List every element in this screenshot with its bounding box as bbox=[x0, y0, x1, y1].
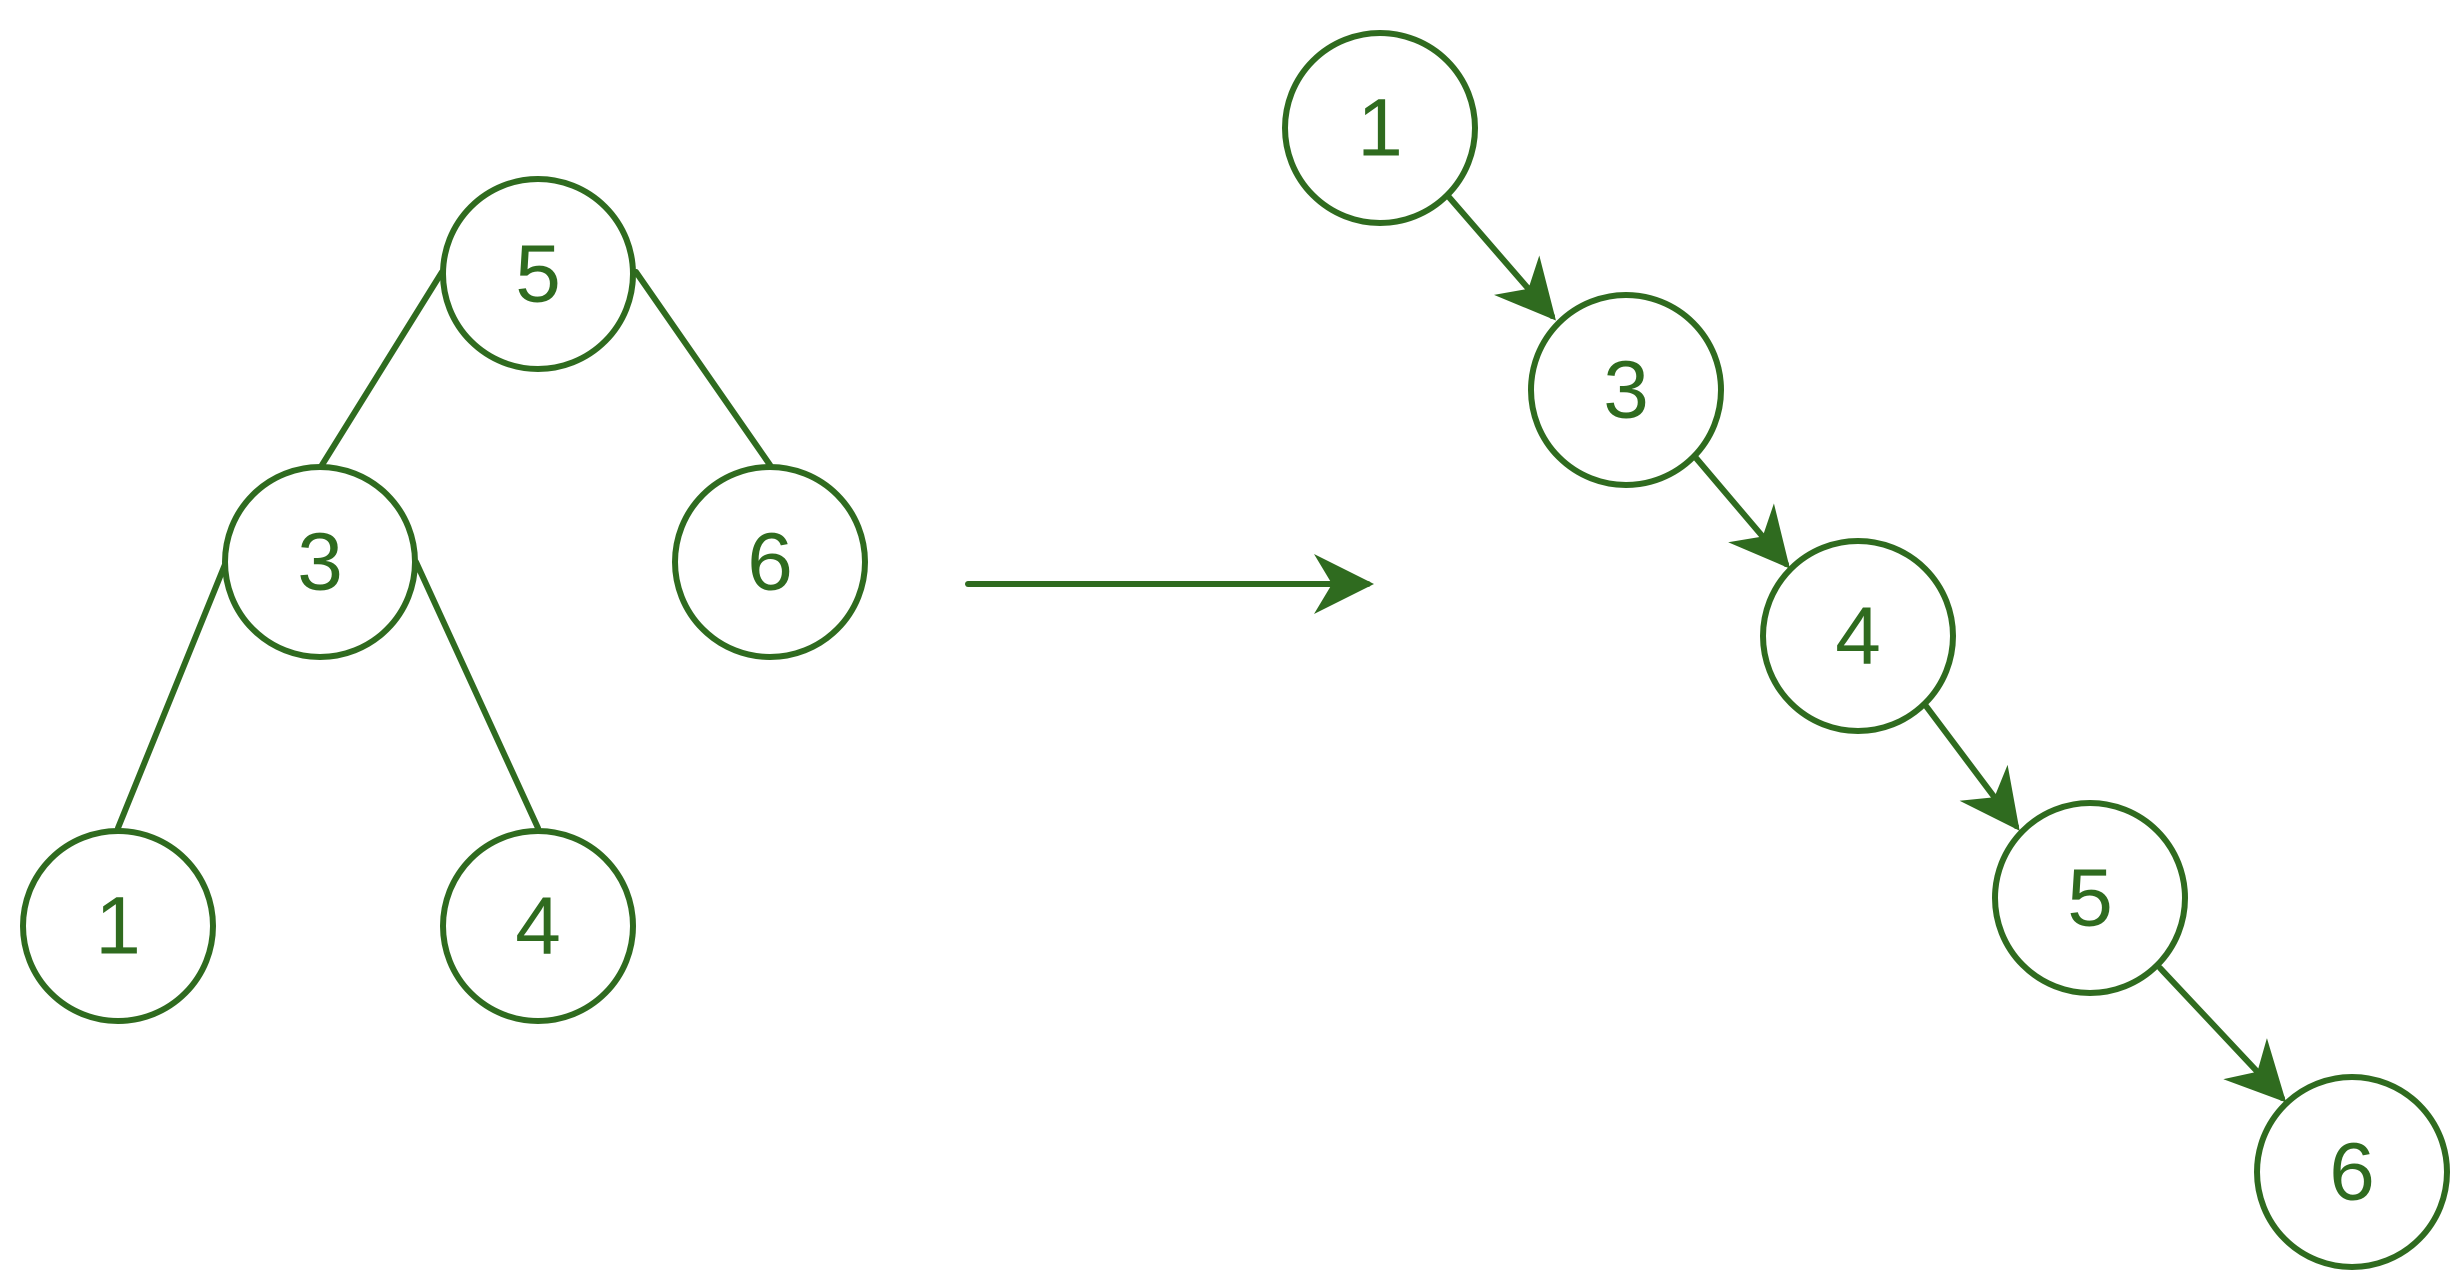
list-node-5-circle bbox=[1992, 800, 2188, 996]
list-edge-5-6 bbox=[2157, 965, 2287, 1103]
list-node-6-circle bbox=[2254, 1074, 2450, 1270]
tree-node-6-circle bbox=[672, 464, 868, 660]
list-node-3-circle bbox=[1528, 292, 1724, 488]
tree-node-4-circle bbox=[440, 828, 636, 1024]
list-edges bbox=[1445, 193, 2287, 1103]
tree-edge-5-3 bbox=[319, 269, 445, 468]
tree-node-1-circle bbox=[20, 828, 216, 1024]
list-node-6-label: 6 bbox=[2329, 1127, 2375, 1218]
list-edge-3-4 bbox=[1693, 455, 1790, 569]
tree-node-6: 6 bbox=[672, 464, 868, 660]
tree-node-1-label: 1 bbox=[95, 881, 141, 972]
list-node-6: 6 bbox=[2254, 1074, 2450, 1270]
tree-node-3-circle bbox=[222, 464, 418, 660]
tree-node-5-circle bbox=[440, 176, 636, 372]
tree-node-4-label: 4 bbox=[515, 881, 561, 972]
list-node-3-label: 3 bbox=[1603, 345, 1649, 436]
tree-edge-3-4 bbox=[413, 559, 541, 831]
tree-node-5: 5 bbox=[440, 176, 636, 372]
list-node-5-label: 5 bbox=[2067, 853, 2113, 944]
tree-edge-5-6 bbox=[633, 269, 773, 468]
tree-node-3: 3 bbox=[222, 464, 418, 660]
list-node-4-circle bbox=[1760, 538, 1956, 734]
list-node-1-circle bbox=[1282, 30, 1478, 226]
list-edge-4-5 bbox=[1923, 703, 2020, 831]
tree-edge-3-1 bbox=[115, 559, 229, 831]
list-node-5: 5 bbox=[1992, 800, 2188, 996]
list-node-1: 1 bbox=[1282, 30, 1478, 226]
tree-node-1: 1 bbox=[20, 828, 216, 1024]
tree-node-5-label: 5 bbox=[515, 229, 561, 320]
tree-node-4: 4 bbox=[440, 828, 636, 1024]
tree-node-3-label: 3 bbox=[297, 517, 343, 608]
list-node-4: 4 bbox=[1760, 538, 1956, 734]
tree-edges bbox=[115, 269, 773, 831]
list-node-1-label: 1 bbox=[1357, 83, 1403, 174]
list-node-4-label: 4 bbox=[1835, 591, 1881, 682]
list-edge-1-3 bbox=[1445, 193, 1556, 321]
tree-node-6-label: 6 bbox=[747, 517, 793, 608]
list-node-3: 3 bbox=[1528, 292, 1724, 488]
